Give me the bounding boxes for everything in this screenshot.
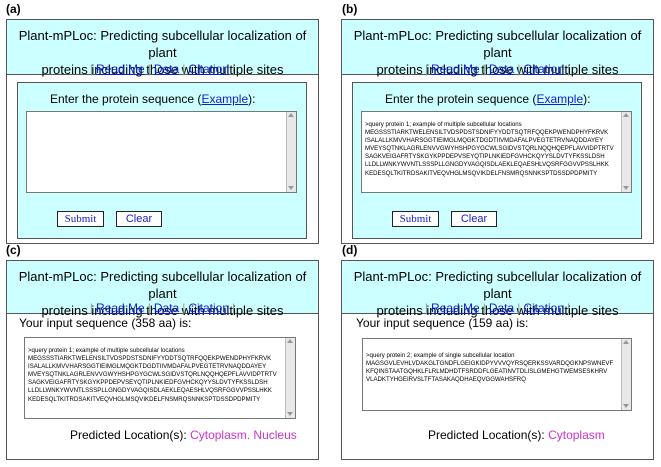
submit-button[interactable]: Submit: [57, 211, 104, 227]
panel-c: Plant-mPLoc: Predicting subcellular loca…: [6, 260, 319, 460]
nav-readme-link[interactable]: Read Me: [96, 301, 145, 315]
input-sequence-label: Your input sequence (159 aa) is:: [356, 316, 529, 330]
panel-a: Plant-mPLoc: Predicting subcellular loca…: [6, 19, 319, 244]
sequence-prompt: Enter the protein sequence (Example):: [385, 92, 591, 106]
scroll-up-icon: [287, 339, 293, 343]
panel-label-b: (b): [342, 2, 358, 16]
scroll-up-icon: [288, 113, 294, 117]
page-title: Plant-mPLoc: Predicting subcellular loca…: [353, 269, 642, 318]
nav-bar: |Read Me|Data|Citation|: [89, 62, 236, 76]
page-title: Plant-mPLoc: Predicting subcellular loca…: [353, 28, 642, 77]
sequence-textarea[interactable]: >query protein 1; example of multiple su…: [361, 111, 632, 193]
input-form: Enter the protein sequence (Example): Su…: [17, 82, 307, 239]
nav-data-link[interactable]: Data: [488, 62, 515, 76]
scroll-up-icon: [623, 340, 629, 344]
sequence-output[interactable]: >query protein 1; example of multiple su…: [24, 337, 296, 419]
panel-label-d: (d): [342, 243, 358, 257]
nav-bar: |Read Me|Data|Citation|: [424, 301, 571, 315]
header: Plant-mPLoc: Predicting subcellular loca…: [342, 261, 653, 318]
page-title: Plant-mPLoc: Predicting subcellular loca…: [18, 269, 307, 318]
page-title: Plant-mPLoc: Predicting subcellular loca…: [18, 28, 307, 77]
nav-bar: |Read Me|Data|Citation|: [89, 301, 236, 315]
nav-data-link[interactable]: Data: [153, 62, 180, 76]
panel-label-a: (a): [6, 2, 21, 16]
predicted-location: Predicted Location(s): Cytoplasm: [428, 428, 605, 442]
scroll-down-icon: [288, 186, 294, 190]
sequence-textarea[interactable]: [26, 111, 297, 193]
nav-bar: |Read Me|Data|Citation|: [424, 62, 571, 76]
nav-citation-link[interactable]: Citation: [523, 301, 564, 315]
example-link[interactable]: Example: [536, 92, 584, 106]
scrollbar[interactable]: [285, 338, 295, 418]
clear-button[interactable]: Clear: [116, 211, 162, 227]
scrollbar[interactable]: [286, 112, 296, 192]
nav-citation-link[interactable]: Citation: [523, 62, 564, 76]
predicted-location: Predicted Location(s): Cytoplasm. Nucleu…: [70, 428, 297, 442]
scroll-up-icon: [623, 113, 629, 117]
input-form: Enter the protein sequence (Example): >q…: [352, 82, 642, 239]
predicted-location-value: Cytoplasm: [548, 428, 605, 442]
sequence-text: >query protein 2; example of single subc…: [366, 352, 614, 384]
header: Plant-mPLoc: Predicting subcellular loca…: [7, 261, 318, 318]
scrollbar[interactable]: [621, 339, 631, 410]
nav-data-link[interactable]: Data: [153, 301, 180, 315]
clear-button[interactable]: Clear: [451, 211, 497, 227]
nav-data-link[interactable]: Data: [488, 301, 515, 315]
nav-citation-link[interactable]: Citation: [188, 62, 229, 76]
panel-b: Plant-mPLoc: Predicting subcellular loca…: [341, 19, 654, 244]
example-link[interactable]: Example: [201, 92, 249, 106]
scroll-down-icon: [623, 186, 629, 190]
predicted-location-value: Cytoplasm. Nucleus: [190, 428, 297, 442]
submit-button[interactable]: Submit: [392, 211, 439, 227]
nav-citation-link[interactable]: Citation: [188, 301, 229, 315]
sequence-text: >query protein 1; example of multiple su…: [28, 347, 277, 403]
nav-readme-link[interactable]: Read Me: [431, 62, 480, 76]
scroll-down-icon: [623, 404, 629, 408]
sequence-prompt: Enter the protein sequence (Example):: [50, 92, 256, 106]
scroll-down-icon: [287, 412, 293, 416]
header: Plant-mPLoc: Predicting subcellular loca…: [342, 20, 653, 77]
nav-readme-link[interactable]: Read Me: [431, 301, 480, 315]
sequence-text: >query protein 1; example of multiple su…: [365, 121, 614, 177]
scrollbar[interactable]: [621, 112, 631, 192]
input-sequence-label: Your input sequence (358 aa) is:: [19, 316, 192, 330]
sequence-output[interactable]: >query protein 2; example of single subc…: [362, 338, 632, 411]
panel-label-c: (c): [6, 243, 21, 257]
header: Plant-mPLoc: Predicting subcellular loca…: [7, 20, 318, 77]
panel-d: Plant-mPLoc: Predicting subcellular loca…: [341, 260, 654, 460]
nav-readme-link[interactable]: Read Me: [96, 62, 145, 76]
